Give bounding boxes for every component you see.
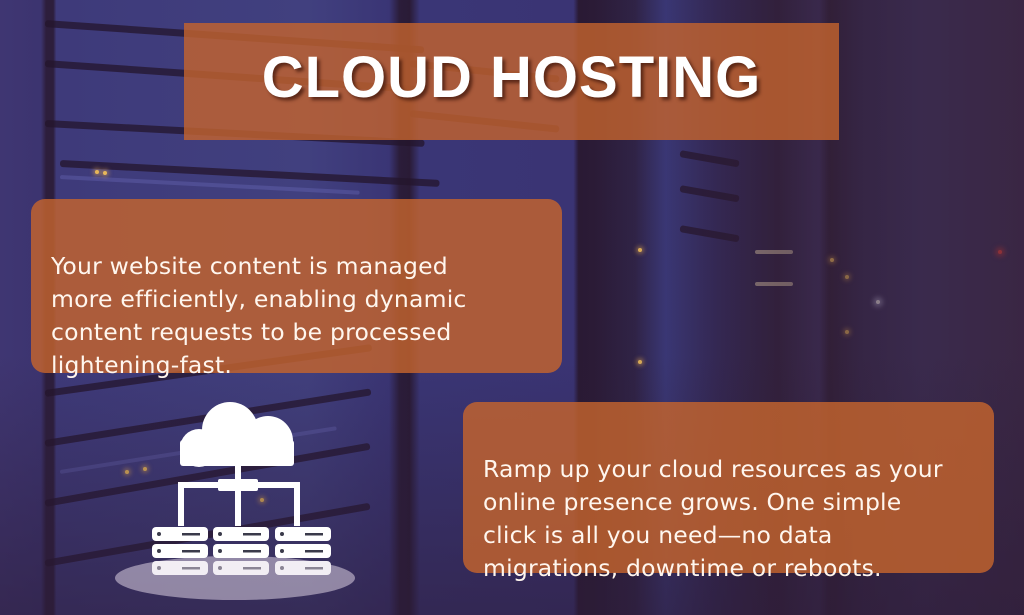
cloud-server-network-icon [110, 395, 370, 610]
status-led [103, 171, 107, 175]
network-connector-icon [178, 466, 300, 526]
feature-text: Ramp up your cloud resources as your onl… [483, 455, 943, 582]
page-title: CLOUD HOSTING [261, 45, 762, 110]
title-banner: CLOUD HOSTING [184, 23, 839, 140]
status-led [95, 170, 99, 174]
feature-card-performance: Your website content is managed more eff… [31, 199, 562, 379]
cloud-icon [180, 402, 294, 467]
feature-text: Your website content is managed more eff… [51, 252, 467, 379]
server-rack-icon [152, 527, 331, 575]
rack-shelf [59, 160, 440, 187]
feature-card-scalability: Ramp up your cloud resources as your onl… [463, 402, 994, 582]
